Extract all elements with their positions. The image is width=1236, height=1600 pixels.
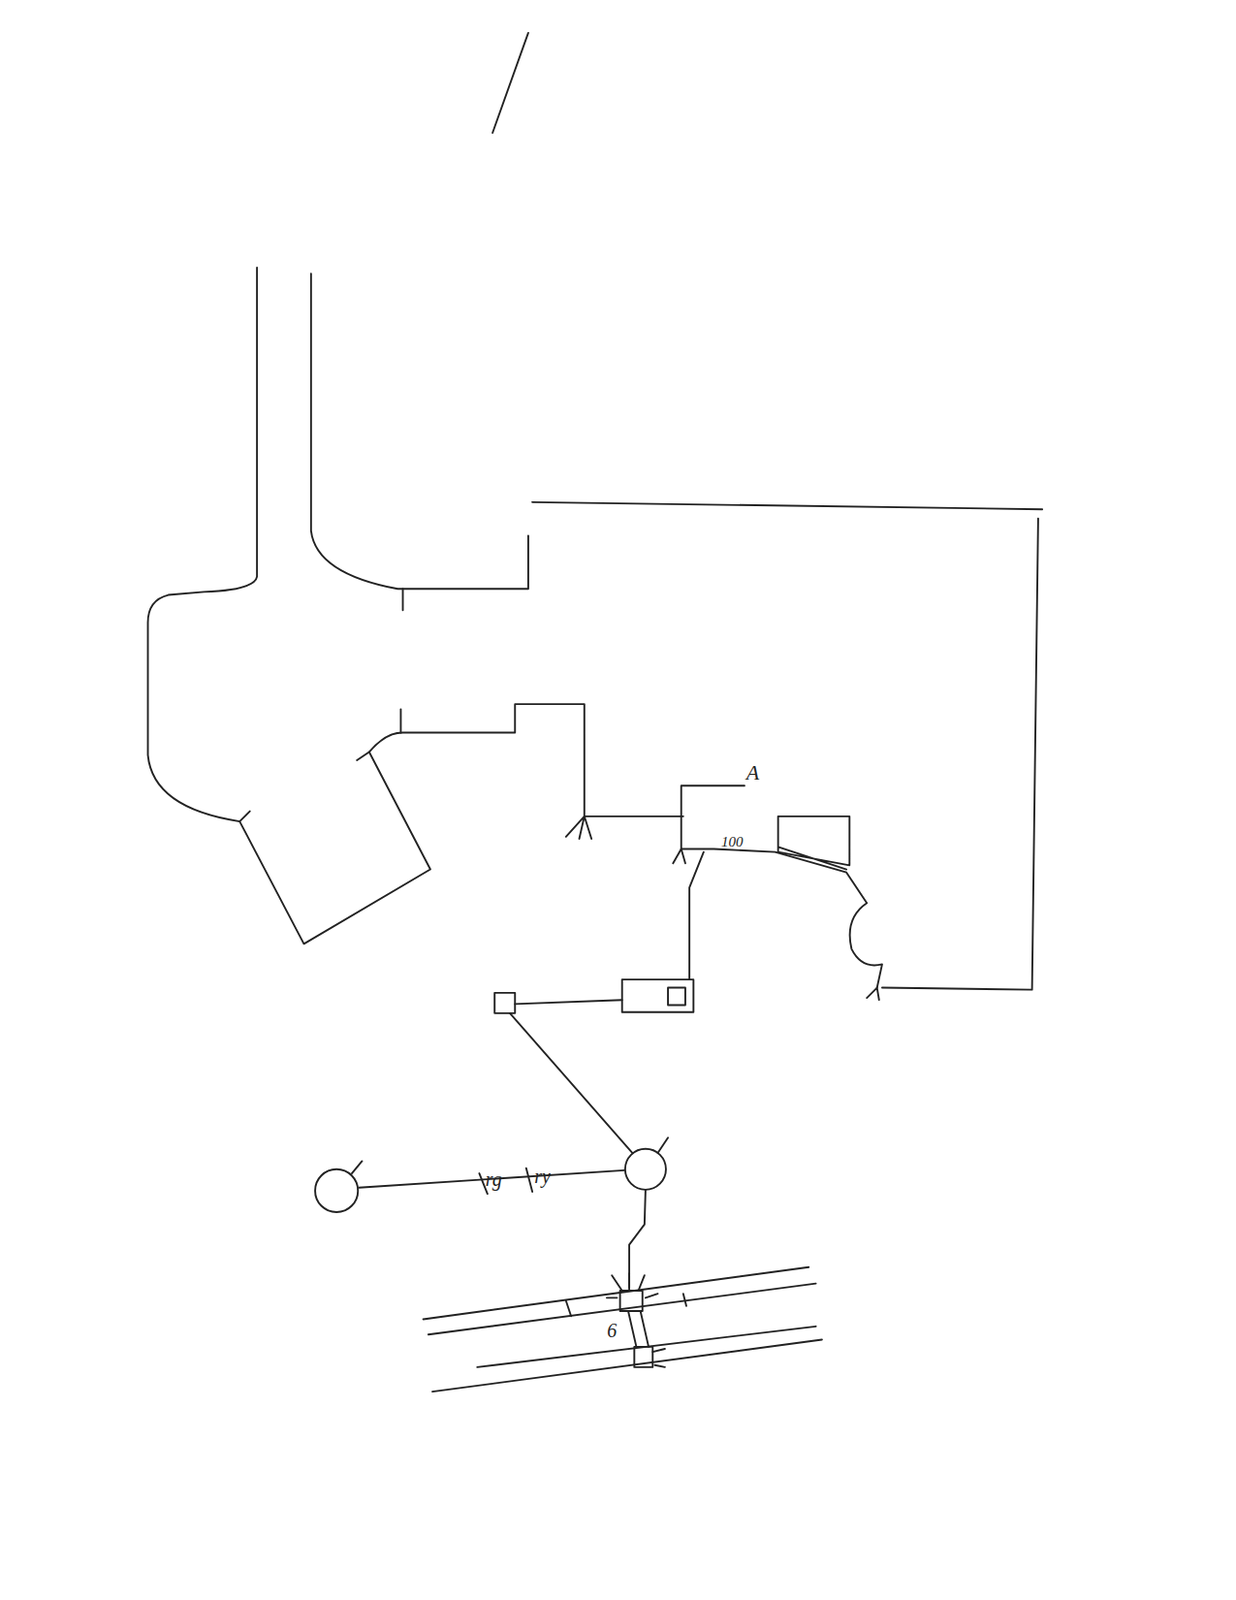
- house-outline: [681, 785, 883, 987]
- handwritten-label: rg: [485, 1169, 503, 1189]
- culvert: [628, 1310, 649, 1347]
- drywell: [625, 1148, 666, 1190]
- tick-mark: [239, 588, 403, 822]
- handwritten-label: ry: [534, 1166, 551, 1186]
- pipe: [509, 1013, 633, 1153]
- driveway-outline: [148, 267, 684, 944]
- lot-line: [532, 502, 1043, 990]
- catch-basin: [620, 1290, 643, 1311]
- handwritten-label: 100: [721, 834, 744, 850]
- corner-tick: [566, 816, 880, 1000]
- tick-mark: [351, 1137, 668, 1194]
- handwritten-label: 6: [606, 1320, 617, 1340]
- tank-lid: [667, 987, 686, 1006]
- road-line: [423, 1267, 823, 1392]
- septic-tank: [622, 979, 695, 1013]
- pipe: [629, 1189, 646, 1291]
- distribution-box: [494, 992, 515, 1014]
- deck-outline: [778, 816, 851, 870]
- pipe: [514, 999, 622, 1004]
- drywell: [315, 1169, 358, 1212]
- driveway-edge: [311, 273, 529, 589]
- sewer-pipe: [689, 852, 704, 980]
- north-mark: [492, 32, 529, 133]
- handwritten-label: A: [746, 761, 760, 784]
- catch-basin: [633, 1346, 653, 1367]
- tick-mark: [566, 1272, 687, 1367]
